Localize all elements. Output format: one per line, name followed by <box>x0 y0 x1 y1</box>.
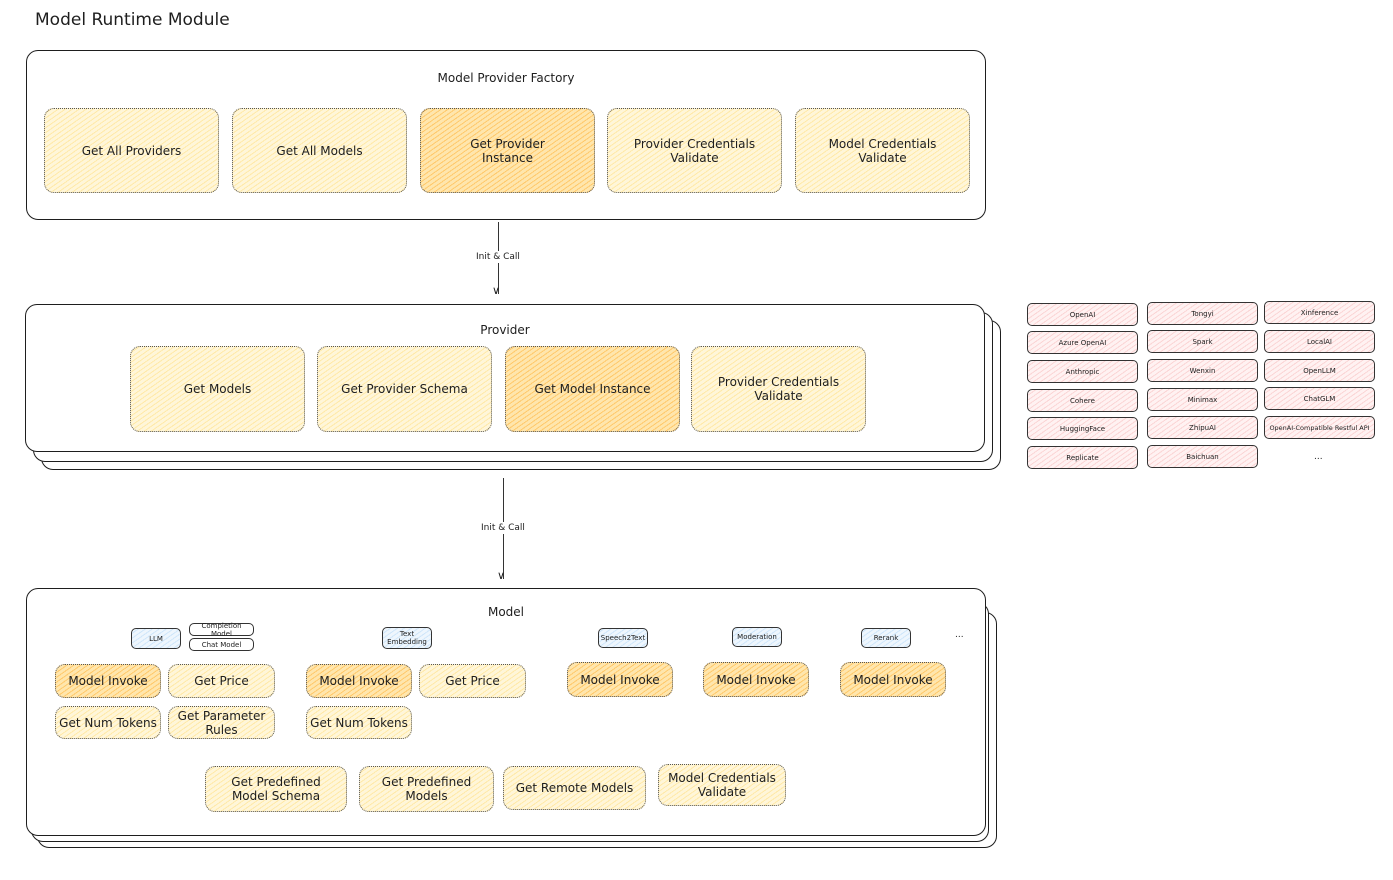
provider-chatglm: ChatGLM <box>1264 387 1375 410</box>
provider-cohere: Cohere <box>1027 389 1138 412</box>
diagram-title: Model Runtime Module <box>35 10 230 30</box>
arrow-head-icon: ∨ <box>497 569 506 582</box>
provider-credentials-validate: Provider Credentials Validate <box>691 346 866 432</box>
provider-openllm: OpenLLM <box>1264 359 1375 382</box>
provider-zhipuai: ZhipuAI <box>1147 416 1258 439</box>
type-moderation: Moderation <box>732 627 782 647</box>
provider-localai: LocalAI <box>1264 330 1375 353</box>
provider-replicate: Replicate <box>1027 446 1138 469</box>
llm-model-invoke: Model Invoke <box>55 664 161 698</box>
provider-title: Provider <box>480 323 530 337</box>
model-title: Model <box>487 605 525 619</box>
arrow-label: Init & Call <box>473 251 523 263</box>
provider-tongyi: Tongyi <box>1147 302 1258 325</box>
moderation-model-invoke: Model Invoke <box>703 662 809 697</box>
llm-get-parameter-rules: Get Parameter Rules <box>168 706 275 739</box>
get-remote-models: Get Remote Models <box>503 766 646 810</box>
provider-openai-compatible: OpenAI-Compatible Restful API <box>1264 416 1375 439</box>
arrow-head-icon: ∨ <box>492 284 501 297</box>
provider-wenxin: Wenxin <box>1147 359 1258 382</box>
provider-xinference: Xinference <box>1264 301 1375 324</box>
type-llm: LLM <box>131 628 181 649</box>
factory-get-all-models: Get All Models <box>232 108 407 193</box>
provider-get-provider-schema: Get Provider Schema <box>317 346 492 432</box>
factory-get-all-providers: Get All Providers <box>44 108 219 193</box>
provider-minimax: Minimax <box>1147 388 1258 411</box>
type-rerank: Rerank <box>861 628 911 648</box>
embedding-get-price: Get Price <box>419 664 526 698</box>
type-text-embedding: Text Embedding <box>382 627 432 649</box>
provider-anthropic: Anthropic <box>1027 360 1138 383</box>
arrow-label: Init & Call <box>478 522 528 534</box>
provider-spark: Spark <box>1147 330 1258 353</box>
factory-provider-credentials-validate: Provider Credentials Validate <box>607 108 782 193</box>
get-predefined-models: Get Predefined Models <box>359 766 494 812</box>
type-speech2text: Speech2Text <box>598 628 648 648</box>
embedding-model-invoke: Model Invoke <box>306 664 412 698</box>
provider-get-models: Get Models <box>130 346 305 432</box>
provider-baichuan: Baichuan <box>1147 445 1258 468</box>
factory-title: Model Provider Factory <box>437 71 575 85</box>
embedding-get-num-tokens: Get Num Tokens <box>306 706 412 739</box>
speech2text-model-invoke: Model Invoke <box>567 662 673 697</box>
llm-get-price: Get Price <box>168 664 275 698</box>
type-chat-model: Chat Model <box>189 638 254 651</box>
llm-get-num-tokens: Get Num Tokens <box>55 706 161 739</box>
provider-huggingface: HuggingFace <box>1027 417 1138 440</box>
provider-azure-openai: Azure OpenAI <box>1027 331 1138 354</box>
rerank-model-invoke: Model Invoke <box>840 662 946 697</box>
get-predefined-model-schema: Get Predefined Model Schema <box>205 766 347 812</box>
factory-model-credentials-validate: Model Credentials Validate <box>795 108 970 193</box>
model-credentials-validate: Model Credentials Validate <box>658 764 786 806</box>
type-more: ... <box>955 630 964 640</box>
provider-get-model-instance: Get Model Instance <box>505 346 680 432</box>
factory-get-provider-instance: Get Provider Instance <box>420 108 595 193</box>
type-completion-model: Completion Model <box>189 622 254 638</box>
provider-more: ... <box>1314 452 1323 462</box>
provider-openai: OpenAI <box>1027 303 1138 326</box>
